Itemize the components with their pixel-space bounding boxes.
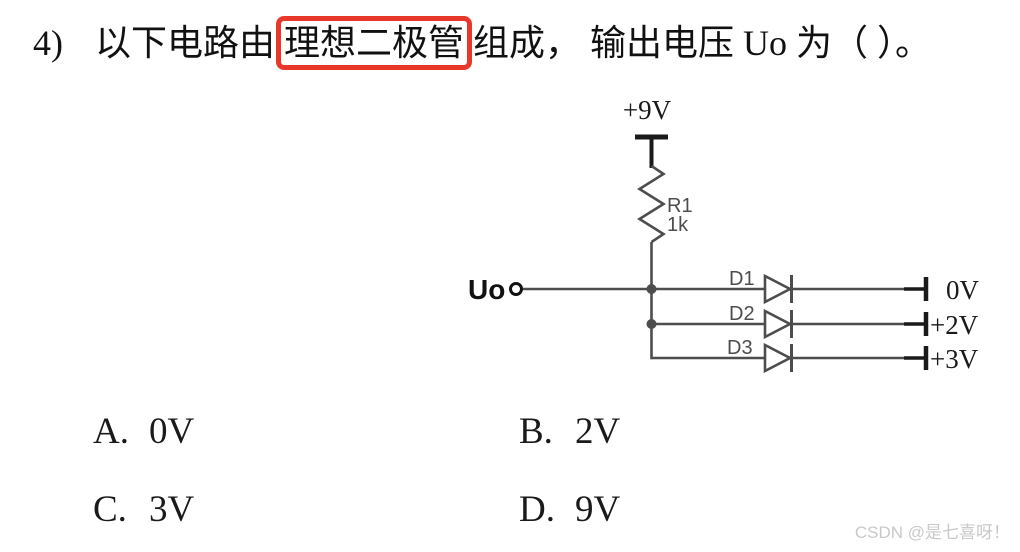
diode-d2-label: D2 [729, 303, 755, 325]
resistor-symbol [637, 164, 666, 244]
option-d: D. 9V [519, 491, 620, 528]
question-title: 4) 以下电路由理想二极管组成， 输出电压 Uo 为（ ）。 [33, 16, 931, 70]
diode-d1-label: D1 [729, 268, 755, 290]
output-label: Uo [468, 274, 505, 305]
option-c-value: 3V [149, 489, 195, 530]
terminal-d1-voltage: 0V [946, 275, 980, 305]
output-terminal-circle [509, 282, 523, 296]
option-c: C. 3V [93, 491, 194, 528]
watermark: CSDN @是七喜呀！ [854, 523, 1010, 542]
supply-voltage-label: +9V [623, 95, 672, 125]
terminal-d3-voltage: +3V [930, 344, 979, 374]
circuit-diagram: +9V R1 1k Uo D1 0V D2 +2V [468, 95, 980, 374]
option-a-value: 0V [149, 411, 195, 452]
junction-dot-1 [646, 284, 657, 294]
option-b-label: B. [519, 411, 553, 452]
option-d-value: 9V [575, 489, 621, 530]
resistor-value-label: 1k [667, 214, 689, 236]
option-a: A. 0V [93, 413, 194, 450]
question-text-after: 组成， 输出电压 Uo 为（ ）。 [473, 23, 932, 63]
terminal-d2-voltage: +2V [930, 310, 979, 340]
diode-d2-symbol [763, 308, 793, 340]
option-d-label: D. [519, 489, 555, 530]
question-text-before: 以下电路由 [95, 23, 276, 63]
option-b: B. 2V [519, 413, 620, 450]
option-c-label: C. [93, 489, 127, 530]
highlighted-term: 理想二极管 [276, 16, 473, 70]
diode-d1-symbol [763, 273, 793, 305]
option-a-label: A. [93, 411, 129, 452]
diode-d3-symbol [763, 342, 793, 374]
diode-d3-label: D3 [727, 337, 753, 359]
resistor-name-label: R1 [667, 195, 693, 217]
option-b-value: 2V [575, 411, 621, 452]
question-number: 4) [33, 23, 63, 63]
